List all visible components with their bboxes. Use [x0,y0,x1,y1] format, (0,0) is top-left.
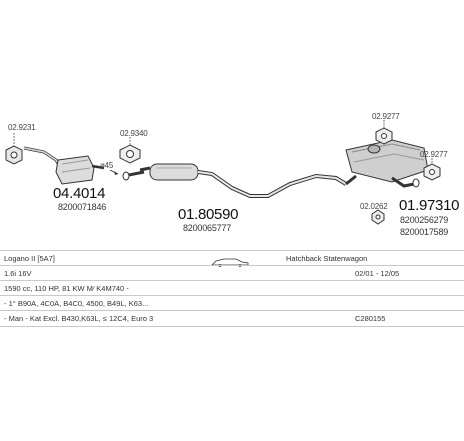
transmission-details: - Man - Kat Excl. B430,K63L, ≤ 12C4, Eur… [4,314,154,323]
rear-silencer-oem-number-2: 8200017589 [400,227,449,237]
middle-silencer-oem-number: 8200065777 [183,223,232,233]
flange-gasket-icon [119,144,141,164]
vehicle-model: Logano II [5A7] [4,254,55,263]
front-clamp-icon [5,145,23,165]
exhaust-system-diagram: 02.9231 04.4014 8200071846 ø45 02.9340 0… [5,112,460,237]
table-row: 1.6i 16V 02/01 - 12/05 [0,265,464,281]
rear-clamp-icon [423,163,441,181]
catalog-code: C280155 [355,314,386,323]
middle-silencer-icon [139,163,348,198]
rear-clamp-code: 02.9277 [420,150,448,159]
rear-silencer-part-number: 01.97310 [399,197,460,214]
table-row: - Man - Kat Excl. B430,K63L, ≤ 12C4, Eur… [0,310,464,327]
middle-silencer-part-number: 01.80590 [178,206,239,223]
connector-pipe-icon [122,170,145,181]
small-rubber-mount-icon [371,209,385,225]
table-row: 1590 cc, 110 HP, 81 KW M⁄ K4M740 - [0,280,464,296]
production-years: 02/01 - 12/05 [355,269,400,278]
engine-details: 1590 cc, 110 HP, 81 KW M⁄ K4M740 - [4,284,129,293]
rear-silencer-icon [345,139,429,188]
front-clamp-code: 02.9231 [8,123,36,132]
body-type: Hatchback Statenwagon [286,254,368,263]
pipe-diameter-note: ø45 [100,161,114,170]
catalytic-converter-icon [23,146,105,185]
engine-variant: 1.6i 16V [4,269,32,278]
flange-code: 02.9340 [120,129,148,138]
catalytic-converter-part-number: 04.4014 [53,185,106,202]
rear-hanger-code: 02.9277 [372,112,400,121]
table-row: - 1° B90A, 4C0A, B4C0, 4500, B49L, K63..… [0,295,464,311]
engine-codes: - 1° B90A, 4C0A, B4C0, 4500, B49L, K63..… [4,299,149,308]
exhaust-drawing [5,120,441,225]
rear-hanger-icon [375,127,393,145]
rear-silencer-oem-number-1: 8200256279 [400,215,449,225]
rubber-mount-code: 02.0262 [360,202,388,211]
catalytic-converter-oem-number: 8200071846 [58,202,107,212]
table-row: Logano II [5A7] Hatchback Statenwagon [0,250,464,267]
